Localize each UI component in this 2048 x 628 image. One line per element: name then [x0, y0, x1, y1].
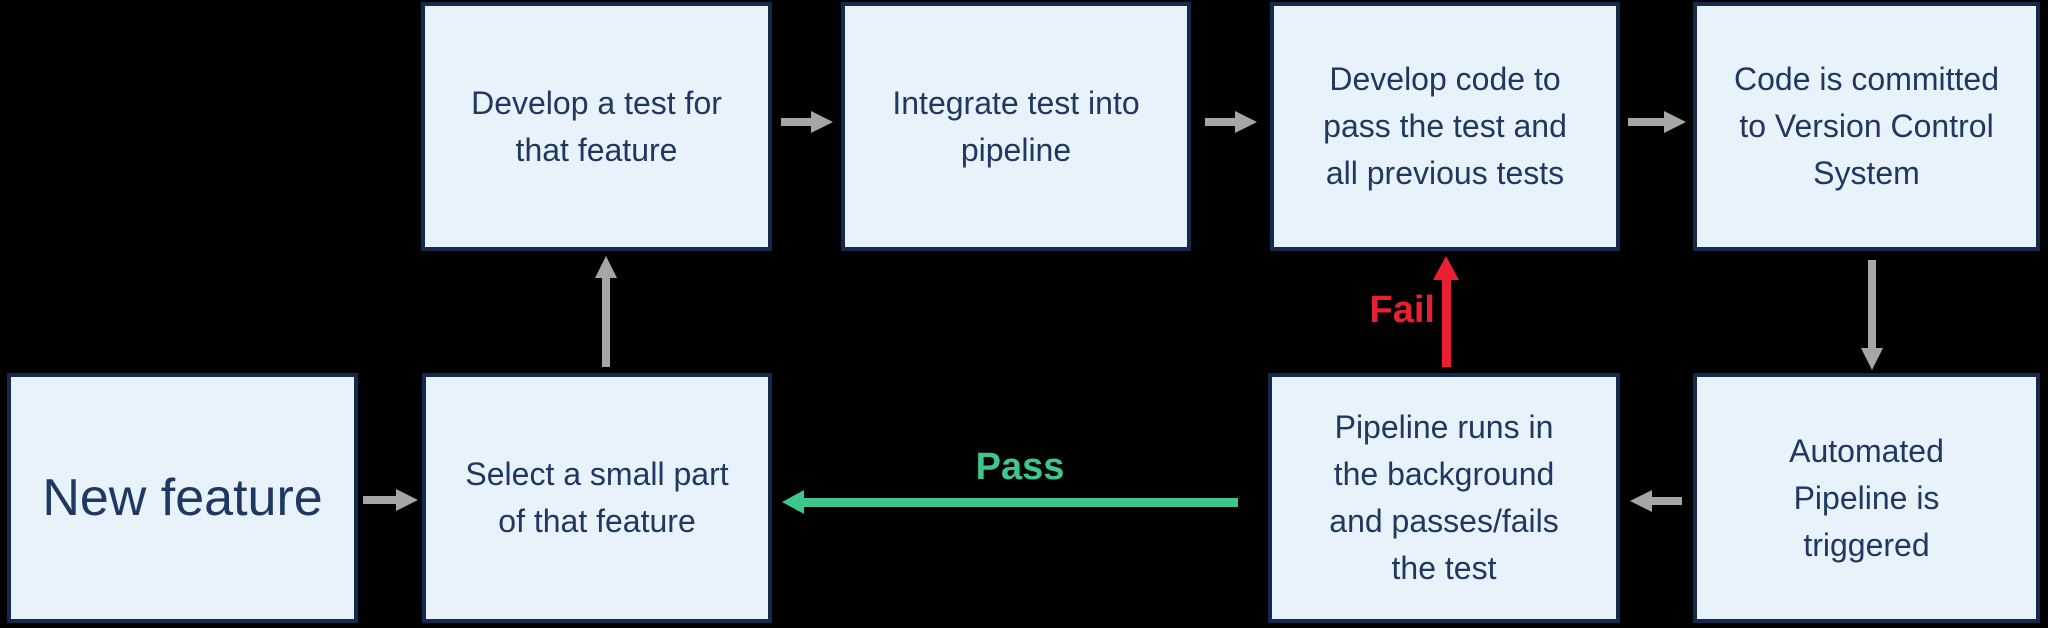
arrow-right-icon	[1664, 111, 1686, 133]
box-commit-vcs-label: Code is committed to Version Control Sys…	[1734, 61, 1999, 191]
arrow-right-icon	[1235, 111, 1257, 133]
box-new-feature: New feature	[7, 373, 358, 623]
pass-arrow-shaft	[802, 498, 1238, 507]
fail-arrow-shaft	[1442, 278, 1451, 367]
fail-label: Fail	[1369, 289, 1435, 331]
arrow-down-icon	[1861, 348, 1883, 370]
box-develop-test-label: Develop a test for that feature	[471, 84, 722, 168]
arrow-shaft	[1868, 260, 1876, 350]
box-develop-test: Develop a test for that feature	[421, 2, 772, 251]
arrow-shaft	[602, 276, 610, 367]
arrow-shaft	[781, 118, 813, 126]
arrow-left-icon	[1630, 490, 1652, 512]
arrow-shaft	[1205, 118, 1237, 126]
box-pipeline-runs: Pipeline runs in the background and pass…	[1268, 373, 1620, 623]
box-pipeline-runs-label: Pipeline runs in the background and pass…	[1329, 409, 1559, 586]
arrow-shaft	[1650, 497, 1682, 505]
box-develop-code-label: Develop code to pass the test and all pr…	[1323, 61, 1567, 191]
box-automated-pipeline: Automated Pipeline is triggered	[1693, 373, 2040, 623]
arrow-right-icon	[811, 111, 833, 133]
box-select-part: Select a small part of that feature	[422, 373, 772, 623]
box-commit-vcs: Code is committed to Version Control Sys…	[1693, 2, 2040, 251]
box-develop-code: Develop code to pass the test and all pr…	[1270, 2, 1620, 251]
fail-arrow-up-icon	[1433, 256, 1459, 280]
box-integrate-test-label: Integrate test into pipeline	[892, 84, 1140, 168]
box-automated-pipeline-label: Automated Pipeline is triggered	[1789, 432, 1944, 563]
pass-arrow-left-icon	[782, 490, 804, 514]
box-new-feature-label: New feature	[42, 469, 323, 527]
pass-label: Pass	[975, 446, 1065, 488]
arrow-shaft	[363, 496, 397, 504]
arrow-right-icon	[396, 489, 418, 511]
box-integrate-test: Integrate test into pipeline	[841, 2, 1191, 251]
box-select-part-label: Select a small part of that feature	[465, 456, 729, 539]
arrow-up-icon	[595, 256, 617, 278]
arrow-shaft	[1628, 118, 1664, 126]
